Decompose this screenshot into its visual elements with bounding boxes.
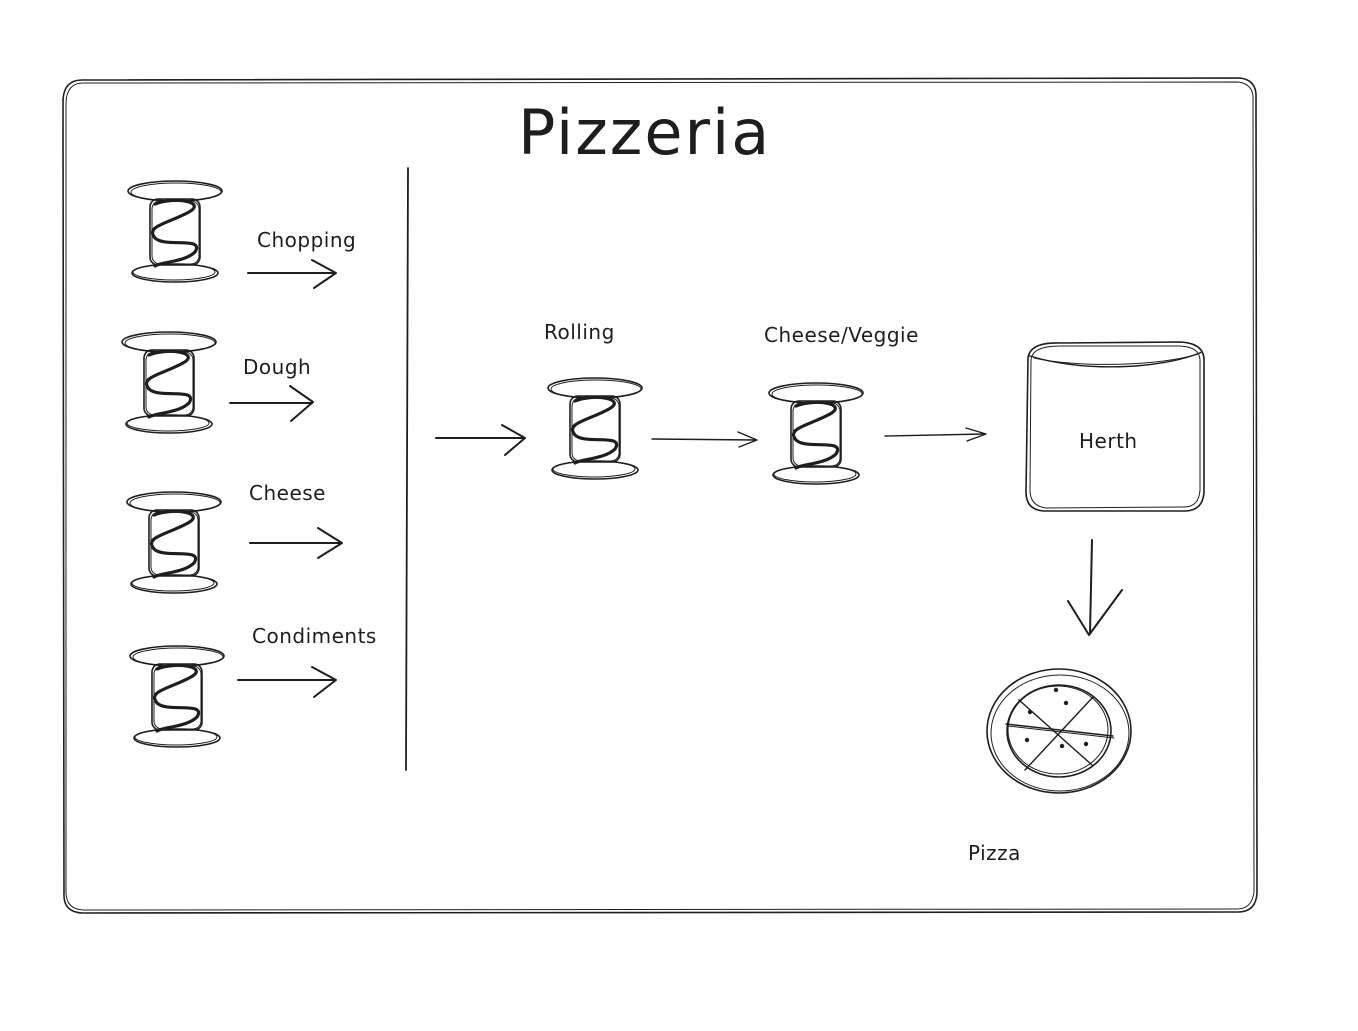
label-cheese-veggie: Cheese/Veggie: [764, 323, 919, 347]
arrow-right-icon: [249, 527, 343, 559]
label-pizza: Pizza: [968, 841, 1021, 865]
label-dough: Dough: [243, 355, 312, 379]
label-cheese: Cheese: [249, 481, 326, 505]
spool-icon: [120, 330, 218, 435]
arrow-right-icon: [651, 431, 758, 448]
page-title: Pizzeria: [518, 96, 772, 169]
arrow-right-icon: [884, 427, 987, 442]
label-rolling: Rolling: [544, 320, 615, 344]
spool-icon: [125, 490, 223, 595]
arrow-down-icon: [1067, 539, 1123, 636]
spool-icon: [128, 644, 226, 749]
pizza-icon: [986, 668, 1132, 794]
divider-line: [405, 167, 409, 771]
label-chopping: Chopping: [257, 228, 357, 252]
hearth-box: [1025, 341, 1205, 512]
spool-icon: [767, 381, 865, 486]
label-herth: Herth: [1079, 429, 1138, 453]
arrow-right-icon: [247, 259, 337, 289]
spool-icon: [546, 376, 644, 481]
arrow-right-icon: [435, 424, 526, 456]
arrow-right-icon: [237, 666, 337, 698]
spool-icon: [126, 179, 224, 284]
label-condiments: Condiments: [252, 624, 377, 648]
frame-border: [62, 77, 1258, 914]
arrow-right-icon: [229, 385, 314, 422]
